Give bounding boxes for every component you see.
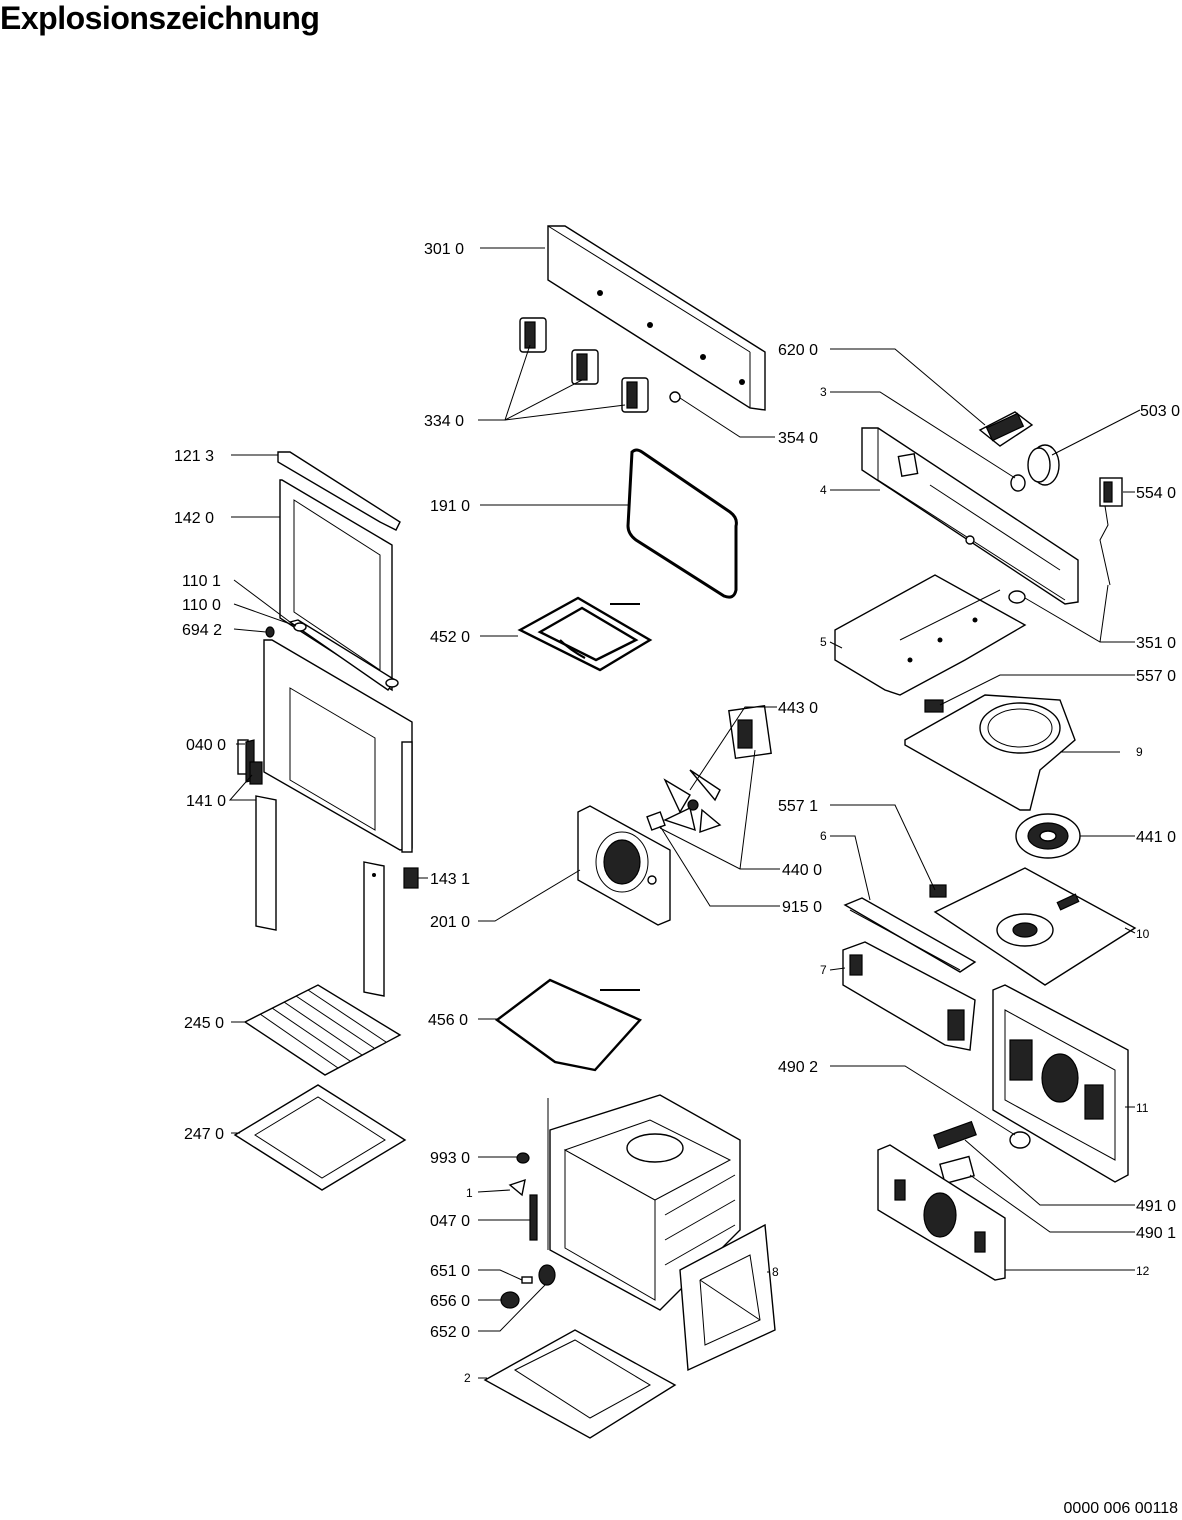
leader-lines (228, 247, 1141, 1379)
label-143-1: 143 1 (430, 871, 470, 888)
page-title: Explosionszeichnung (0, 0, 320, 36)
label-491-0: 491 0 (1136, 1198, 1176, 1215)
label-334-0: 334 0 (424, 413, 464, 430)
label-490-2: 490 2 (778, 1059, 818, 1076)
label-191-0: 191 0 (430, 498, 470, 515)
part-694-2 (265, 626, 275, 638)
part-back-plate (877, 1144, 1006, 1281)
document-number: 0000 006 00118 (1063, 1500, 1178, 1517)
label-201-0: 201 0 (430, 914, 470, 931)
label-452-0: 452 0 (430, 629, 470, 646)
part-door-trim (277, 451, 401, 531)
label-121-3: 121 3 (174, 448, 214, 465)
label-110-1: 110 1 (182, 573, 221, 590)
label-6: 6 (820, 829, 827, 843)
label-490-1: 490 1 (1136, 1225, 1176, 1242)
label-10: 10 (1136, 927, 1150, 941)
part-upper-heating-element (517, 596, 653, 672)
part-wire-rack (243, 984, 402, 1076)
label-040-0: 040 0 (186, 737, 226, 754)
label-047-0: 047 0 (430, 1213, 470, 1230)
part-143-1 (403, 867, 419, 889)
part-switch-block (978, 411, 1034, 447)
part-490-1 (939, 1155, 975, 1185)
part-fan-blade (663, 769, 722, 834)
part-knobs (519, 317, 649, 413)
label-651-0: 651 0 (430, 1263, 470, 1280)
label-351-0: 351 0 (1136, 635, 1176, 652)
part-side-panel (679, 1223, 776, 1372)
part-labels: 301 0 620 0 3 503 0 334 0 354 0 121 3 4 … (174, 241, 1180, 1385)
part-651-0 (521, 1276, 533, 1284)
label-440-0: 440 0 (782, 862, 822, 879)
part-656-0 (500, 1291, 520, 1309)
label-652-0: 652 0 (430, 1324, 470, 1341)
part-rear-fan-cover (577, 805, 671, 926)
label-5: 5 (820, 635, 827, 649)
part-door-strip-right (363, 861, 385, 997)
label-554-0: 554 0 (1136, 485, 1176, 502)
label-141-0: 141 0 (186, 793, 226, 810)
part-fan-motor (1015, 813, 1081, 859)
label-694-2: 694 2 (182, 622, 222, 639)
part-557-1 (929, 884, 947, 898)
part-bracket-7 (842, 941, 976, 1051)
label-620-0: 620 0 (778, 342, 818, 359)
label-12: 12 (1136, 1264, 1150, 1278)
part-rear-panel (992, 984, 1129, 1183)
label-247-0: 247 0 (184, 1126, 224, 1143)
part-047-0 (529, 1194, 538, 1241)
part-channel (843, 897, 977, 973)
label-1: 1 (466, 1186, 473, 1200)
part-small-knob (1010, 474, 1026, 492)
part-terminal-block (933, 1120, 977, 1150)
part-lower-heating-element (494, 978, 642, 1072)
part-top-plate (933, 867, 1137, 986)
part-bottom-plate (483, 1329, 677, 1439)
part-652-0 (538, 1264, 556, 1286)
label-2: 2 (464, 1371, 471, 1385)
label-7: 7 (820, 963, 827, 977)
part-door-rail (401, 741, 413, 853)
part-control-panel (547, 225, 766, 411)
part-oven-cavity (547, 1094, 741, 1311)
part-fan-housing (904, 694, 1076, 811)
part-993-0 (516, 1152, 530, 1164)
part-indicator-light (669, 391, 681, 403)
label-142-0: 142 0 (174, 510, 214, 527)
label-8: 8 (772, 1265, 779, 1279)
part-door-strip-left (255, 795, 277, 931)
label-503-0: 503 0 (1140, 403, 1180, 420)
label-11: 11 (1136, 1101, 1149, 1115)
part-1 (508, 1178, 526, 1197)
label-301-0: 301 0 (424, 241, 464, 258)
label-557-1: 557 1 (778, 798, 818, 815)
part-thermostat (1099, 477, 1123, 586)
part-door-gasket (626, 448, 738, 599)
label-656-0: 656 0 (430, 1293, 470, 1310)
part-351 (1008, 590, 1026, 604)
part-cover-plate (834, 574, 1027, 696)
part-hinge (249, 761, 263, 785)
label-915-0: 915 0 (782, 899, 822, 916)
label-110-0: 110 0 (182, 597, 221, 614)
label-9: 9 (1136, 745, 1143, 759)
part-panel-frame (861, 427, 1079, 605)
part-baking-tray (233, 1084, 407, 1191)
label-456-0: 456 0 (428, 1012, 468, 1029)
label-557-0: 557 0 (1136, 668, 1176, 685)
part-557-0 (924, 699, 944, 713)
label-354-0: 354 0 (778, 430, 818, 447)
label-441-0: 441 0 (1136, 829, 1176, 846)
label-993-0: 993 0 (430, 1150, 470, 1167)
label-4: 4 (820, 483, 827, 497)
part-915-0 (646, 811, 666, 831)
label-3: 3 (820, 385, 827, 399)
label-245-0: 245 0 (184, 1015, 224, 1032)
part-fan-motor-bracket (728, 704, 772, 760)
label-443-0: 443 0 (778, 700, 818, 717)
part-490-2 (1009, 1131, 1031, 1149)
part-timer-dial (1027, 444, 1060, 486)
